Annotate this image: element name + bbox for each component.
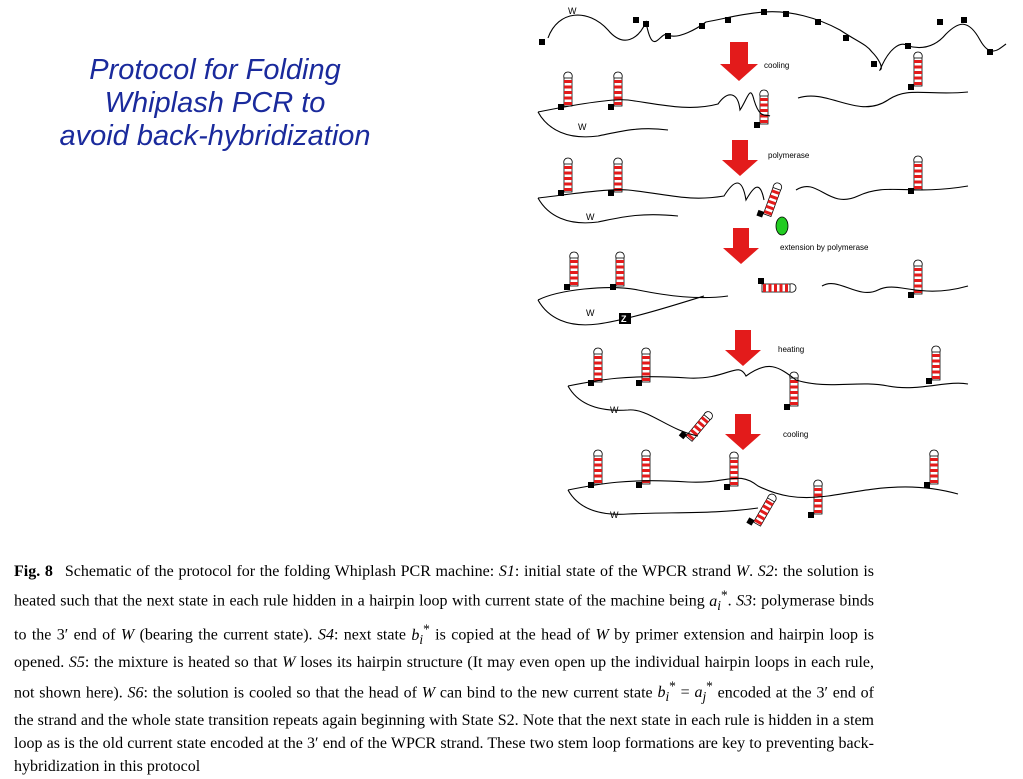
math-b-i-star: bi* <box>411 621 430 647</box>
state-4-strand <box>537 283 969 326</box>
hairpin-stem <box>908 155 923 194</box>
hairpin-stem <box>608 71 623 110</box>
strand-marker <box>725 17 731 23</box>
state-3-strand <box>537 182 969 224</box>
step-arrow-1 <box>720 42 758 81</box>
step-label-heating: heating <box>778 345 804 354</box>
step-label-extension: extension by polymerase <box>780 243 869 252</box>
z-marker: Z <box>619 313 631 324</box>
step-label-cooling-2: cooling <box>783 430 808 439</box>
strand-marker <box>761 9 767 15</box>
slide-title: Protocol for Folding Whiplash PCR to avo… <box>10 54 420 153</box>
caption-lead: Fig. 8 <box>14 563 53 580</box>
whiplash-pcr-schematic: cooling polymerase extension by polymera… <box>528 0 1022 552</box>
strand-marker <box>937 19 943 25</box>
hairpin-stem <box>908 259 923 298</box>
strand-marker <box>783 11 789 17</box>
strand-marker <box>699 23 705 29</box>
state-4-w-label: W <box>586 308 595 318</box>
title-line-2: Whiplash PCR to <box>104 87 326 119</box>
strand-marker <box>815 19 821 25</box>
strand-marker <box>539 39 545 45</box>
strand-marker <box>843 35 849 41</box>
step-label-cooling-1: cooling <box>764 61 789 70</box>
hairpin-stem <box>926 345 941 384</box>
hairpin-stem <box>636 449 651 488</box>
hairpin-stem <box>784 371 799 410</box>
hairpin-stem <box>808 479 823 518</box>
step-arrow-2 <box>722 140 758 176</box>
state-6-w-label: W <box>610 510 619 520</box>
title-line-1: Protocol for Folding <box>89 54 341 86</box>
state-1-w-label: W <box>568 6 577 16</box>
hairpin-stem <box>558 157 573 196</box>
step-arrow-3 <box>723 228 759 264</box>
state-2-w-label: W <box>578 122 587 132</box>
hairpin-stem <box>754 89 769 128</box>
hairpin-stem <box>924 449 939 488</box>
state-3-w-label: W <box>586 212 595 222</box>
hairpin-stem <box>758 278 797 293</box>
strand-marker <box>961 17 967 23</box>
hairpin-stem <box>746 493 777 527</box>
step-arrow-4 <box>725 330 761 366</box>
strand-marker <box>633 17 639 23</box>
strand-marker <box>643 21 649 27</box>
svg-text:Z: Z <box>621 314 627 324</box>
state-2-strand <box>537 91 969 138</box>
hairpin-stem <box>588 347 603 386</box>
strand-marker <box>871 61 877 67</box>
hairpin-stem <box>610 251 625 290</box>
hairpin-stem <box>564 251 579 290</box>
hairpin-stem <box>678 411 713 442</box>
state-6-strand <box>567 477 959 515</box>
hairpin-stem <box>756 182 782 218</box>
schematic-svg: cooling polymerase extension by polymera… <box>537 6 1007 527</box>
hairpin-stem <box>588 449 603 488</box>
step-arrow-5 <box>725 414 761 450</box>
hairpin-stem <box>908 51 923 90</box>
state-5-w-label: W <box>610 405 619 415</box>
math-equation: bi* = aj* <box>657 678 713 705</box>
math-a-i-star: ai* <box>709 587 728 613</box>
polymerase-blob <box>775 216 789 236</box>
strand-marker <box>665 33 671 39</box>
step-label-polymerase: polymerase <box>768 151 810 160</box>
state-5-strand <box>567 365 969 437</box>
hairpin-stem <box>558 71 573 110</box>
hairpin-stem <box>724 451 739 490</box>
strand-marker <box>905 43 911 49</box>
hairpin-group <box>539 9 993 527</box>
strand-marker <box>987 49 993 55</box>
title-line-3: avoid back-hybridization <box>59 120 371 152</box>
hairpin-stem <box>636 347 651 386</box>
